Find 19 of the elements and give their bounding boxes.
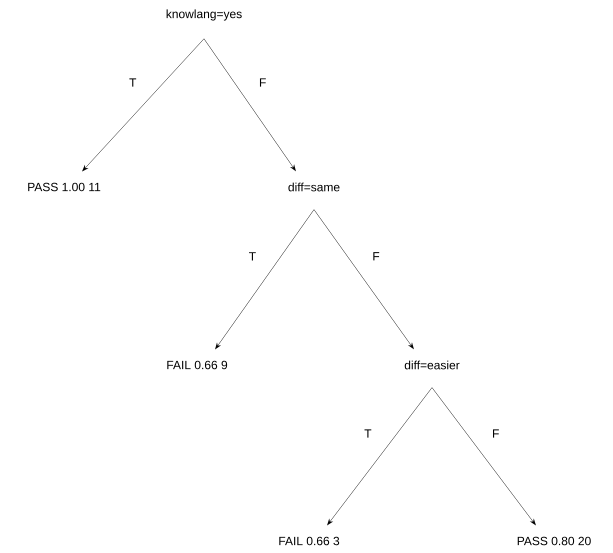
edge-label: T <box>364 429 372 438</box>
arrow <box>327 387 432 526</box>
node-label: FAIL 0.66 3 <box>279 536 340 546</box>
node-label: PASS 0.80 20 <box>518 536 591 546</box>
node-label: FAIL 0.66 9 <box>167 360 228 370</box>
edge-label: T <box>129 78 136 87</box>
arrow <box>432 387 536 526</box>
arrow <box>204 38 296 172</box>
edge-label: F <box>260 78 266 87</box>
node-label: diff=easier <box>404 360 460 370</box>
edge-label: T <box>249 252 256 260</box>
arrow <box>82 38 204 172</box>
node-label: knowlang=yes <box>166 9 242 21</box>
node-label: diff=same <box>288 182 340 192</box>
edge-label: F <box>493 429 499 438</box>
arrow <box>215 209 314 350</box>
arrow <box>314 209 414 350</box>
node-label: PASS 1.00 11 <box>28 182 100 192</box>
edge-label: F <box>373 252 380 260</box>
